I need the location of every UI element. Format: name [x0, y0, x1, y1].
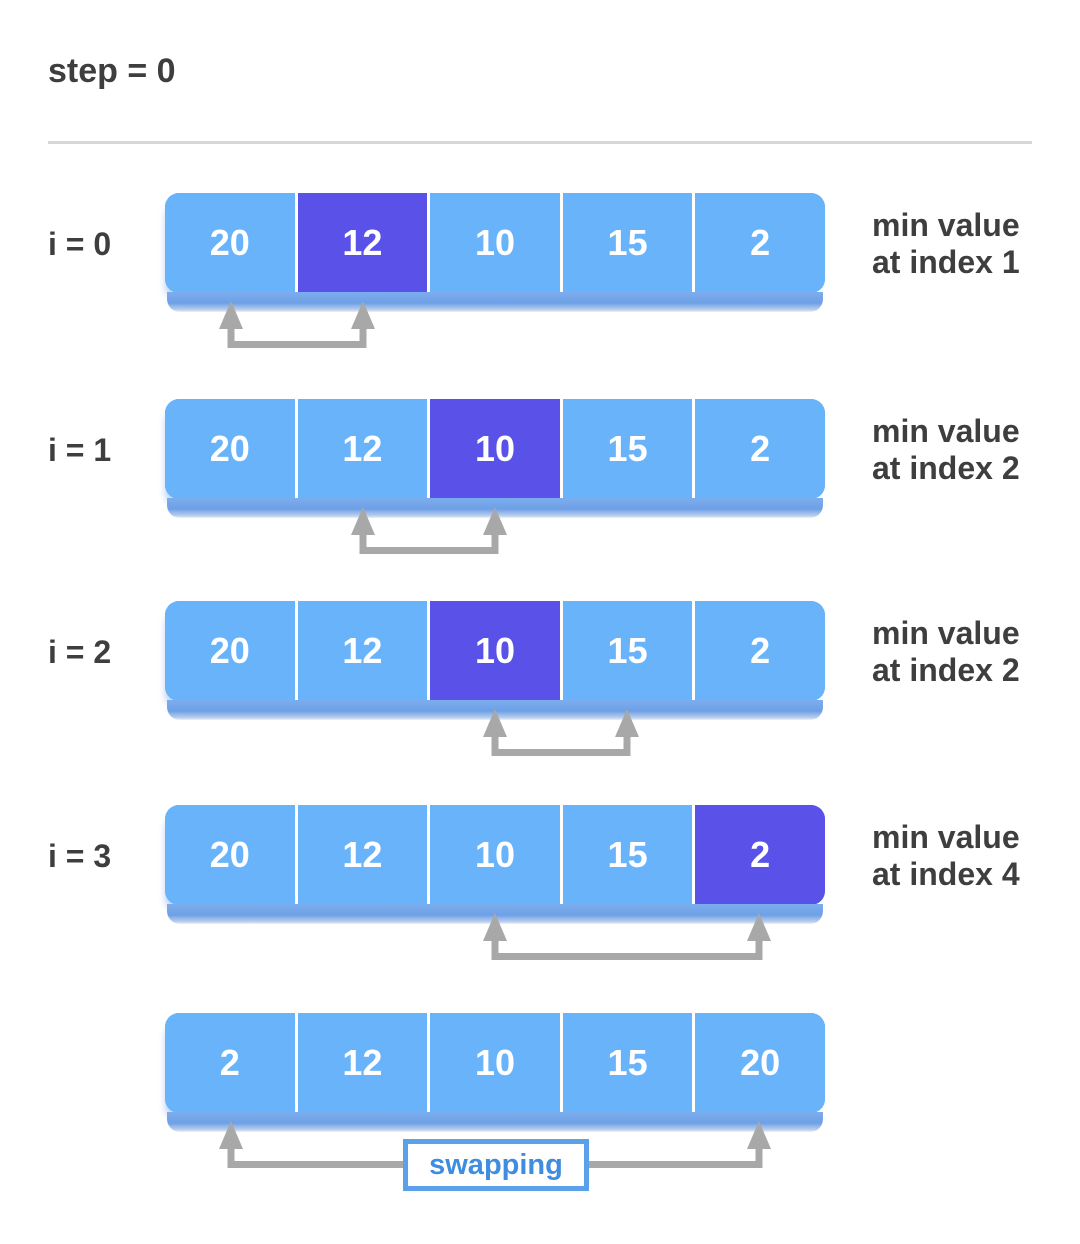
arrowhead-right — [615, 709, 639, 737]
array-cell: 10 — [427, 805, 560, 905]
arrowhead-right — [747, 1121, 771, 1149]
array-cell: 12 — [294, 805, 428, 905]
array-row: 2 12 10 15 20 swapping — [0, 1013, 1080, 1218]
min-value-note-line2: at index 4 — [872, 856, 1020, 892]
iteration-label: i = 2 — [48, 634, 112, 670]
array-cell-min-highlight: 12 — [294, 193, 428, 293]
array-bar: 2 12 10 15 20 — [165, 1013, 825, 1132]
cell-value: 2 — [750, 222, 771, 263]
cell-value: 15 — [607, 222, 648, 263]
array-cell: 20 — [165, 601, 295, 701]
cell-value: 2 — [750, 834, 771, 875]
min-value-note-line1: min value — [872, 819, 1020, 855]
min-value-note-line1: min value — [872, 413, 1020, 449]
cell-value: 10 — [474, 1042, 515, 1083]
array-cell: 20 — [692, 1013, 825, 1113]
array-bar: 20 12 10 15 2 — [165, 601, 825, 720]
array-cell-min-highlight: 10 — [427, 601, 560, 701]
min-value-note-line1: min value — [872, 207, 1020, 243]
comparison-arrow — [219, 301, 375, 348]
cell-value: 20 — [209, 428, 250, 469]
cell-value: 15 — [607, 1042, 648, 1083]
cell-value: 2 — [219, 1042, 240, 1083]
arrowhead-right — [747, 913, 771, 941]
title-divider — [48, 141, 1032, 144]
comparison-arrow — [483, 913, 771, 960]
min-value-note-line1: min value — [872, 615, 1020, 651]
cell-value: 12 — [342, 222, 383, 263]
cell-value: 20 — [209, 222, 250, 263]
cell-value: 15 — [607, 428, 648, 469]
min-value-note-line2: at index 2 — [872, 450, 1020, 486]
array-cell: 20 — [165, 399, 295, 499]
cell-value: 10 — [474, 834, 515, 875]
iteration-label: i = 1 — [48, 432, 112, 468]
array-cell: 20 — [165, 193, 295, 293]
cell-value: 12 — [342, 1042, 383, 1083]
cell-value: 20 — [209, 630, 250, 671]
array-bar: 20 12 10 15 2 — [165, 193, 825, 312]
comparison-arrow — [483, 709, 639, 756]
array-cell-min-highlight: 2 — [692, 805, 825, 905]
array-cell: 2 — [165, 1013, 295, 1113]
cell-value: 12 — [342, 428, 383, 469]
arrowhead-left — [483, 709, 507, 737]
cell-value: 20 — [209, 834, 250, 875]
array-cell: 12 — [294, 1013, 428, 1113]
array-cell: 2 — [692, 601, 825, 701]
array-cell-min-highlight: 10 — [427, 399, 560, 499]
array-cell: 15 — [559, 1013, 693, 1113]
arrowhead-right — [483, 507, 507, 535]
arrowhead-left — [219, 1121, 243, 1149]
min-value-note-line2: at index 2 — [872, 652, 1020, 688]
array-bar: 20 12 10 15 2 — [165, 399, 825, 518]
array-cell: 15 — [559, 601, 693, 701]
array-cell: 10 — [427, 1013, 560, 1113]
array-cell: 15 — [559, 399, 693, 499]
arrowhead-left — [219, 301, 243, 329]
iteration-label: i = 0 — [48, 226, 112, 262]
comparison-arrow — [351, 507, 507, 554]
array-cell: 2 — [692, 193, 825, 293]
array-bar: 20 12 10 15 2 — [165, 805, 825, 924]
cell-value: 2 — [750, 630, 771, 671]
cell-value: 12 — [342, 630, 383, 671]
array-cell: 15 — [559, 805, 693, 905]
arrowhead-right — [351, 301, 375, 329]
array-cell: 20 — [165, 805, 295, 905]
cell-value: 2 — [750, 428, 771, 469]
arrowhead-left — [483, 913, 507, 941]
arrowhead-left — [351, 507, 375, 535]
array-cell: 10 — [427, 193, 560, 293]
iteration-label: i = 3 — [48, 838, 112, 874]
cell-value: 10 — [474, 428, 515, 469]
swapping-box: swapping — [403, 1139, 589, 1191]
array-cell: 12 — [294, 601, 428, 701]
cell-value: 10 — [474, 630, 515, 671]
cell-value: 12 — [342, 834, 383, 875]
swapping-label: swapping — [429, 1148, 563, 1181]
step-title: step = 0 — [48, 52, 176, 90]
array-cell: 2 — [692, 399, 825, 499]
min-value-note-line2: at index 1 — [872, 244, 1020, 280]
array-cell: 12 — [294, 399, 428, 499]
cell-value: 20 — [740, 1042, 781, 1083]
cell-value: 10 — [474, 222, 515, 263]
cell-value: 15 — [607, 834, 648, 875]
array-cell: 15 — [559, 193, 693, 293]
cell-value: 15 — [607, 630, 648, 671]
